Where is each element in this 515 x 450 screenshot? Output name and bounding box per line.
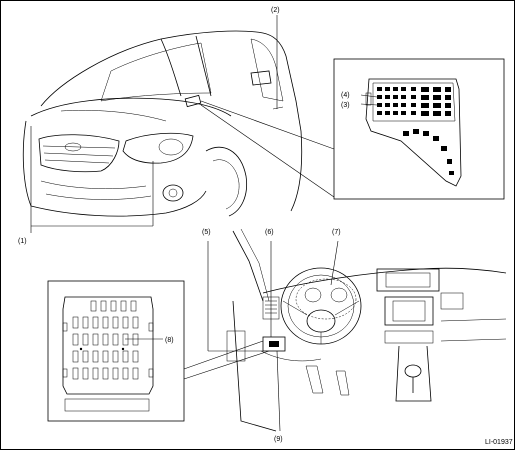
callout-5: (5): [202, 229, 211, 236]
callout-7: (7): [332, 229, 341, 236]
callout-9: (9): [274, 436, 283, 443]
interior-fuse-box-inset: [47, 280, 270, 422]
callout-6: (6): [265, 229, 274, 236]
figure-reference: LI-01937: [485, 439, 513, 446]
car-illustration: [22, 15, 303, 217]
engine-fuse-box-inset: [200, 58, 505, 200]
callout-1: (1): [18, 238, 27, 245]
interior-illustration: [207, 228, 507, 432]
callout-8: (8): [165, 337, 174, 344]
callout-2: (2): [271, 7, 280, 14]
fuse-grid: [72, 300, 139, 380]
callout-1-bracket: [30, 126, 154, 233]
callout-4: (4): [341, 92, 350, 99]
callout-3: (3): [341, 102, 350, 109]
